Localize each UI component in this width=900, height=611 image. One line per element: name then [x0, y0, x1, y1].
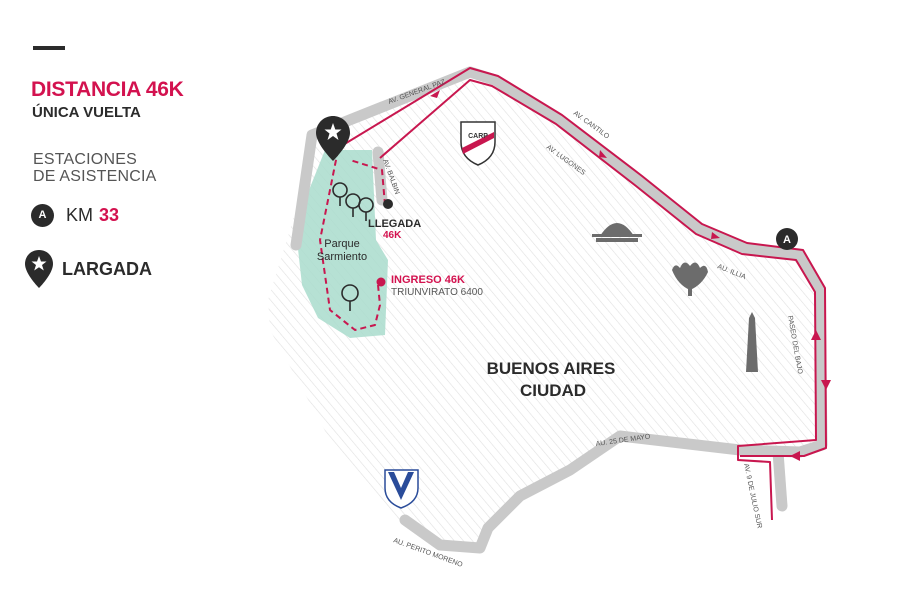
area-name-line1: BUENOS AIRES [487, 359, 616, 378]
park-name-line1: Parque [324, 238, 359, 250]
start-legend-row: LARGADA [24, 249, 152, 289]
route-line-outer [337, 67, 827, 457]
svg-text:CARP: CARP [468, 133, 488, 140]
finish-label: LLEGADA [368, 218, 421, 230]
station-km-value: 33 [99, 204, 120, 225]
station-a-marker-label: A [783, 234, 791, 246]
entry-dot [376, 277, 386, 287]
distance-title: DISTANCIA 46K [31, 78, 184, 101]
velez-crest-icon [384, 469, 419, 509]
route-line-inner [379, 79, 817, 521]
finish-sublabel: 46K [383, 230, 402, 241]
station-a-marker [776, 228, 798, 250]
roads [290, 66, 828, 554]
route-arrows [430, 90, 831, 461]
street-9-julio: AV. 9 DE JULIO SUR [742, 463, 763, 529]
legend-dash [33, 46, 65, 50]
race-route [319, 67, 827, 521]
tree-icons [332, 182, 374, 311]
river-plate-crest-icon: CARP [460, 121, 496, 166]
finish-dot [383, 199, 393, 209]
start-pin-icon [25, 250, 53, 288]
stadium-landmark-icon [592, 223, 642, 242]
city-area [268, 78, 820, 548]
route-park-return [349, 159, 386, 206]
stations-heading-line2: DE ASISTENCIA [33, 168, 157, 185]
road-general-paz [290, 66, 828, 554]
park-name-line2: Sarmiento [317, 251, 367, 263]
station-badge-icon: A [31, 203, 54, 227]
laps-subtitle: ÚNICA VUELTA [32, 104, 141, 121]
park-sarmiento [297, 150, 388, 338]
route-park-loop [319, 149, 381, 331]
flower-landmark-icon [672, 262, 708, 296]
stations-heading: ESTACIONES DE ASISTENCIA [33, 151, 157, 185]
start-label: LARGADA [62, 258, 152, 279]
area-name-line2: CIUDAD [520, 381, 586, 400]
entry-address: TRIUNVIRATO 6400 [391, 287, 483, 298]
stations-heading-line1: ESTACIONES [33, 151, 137, 168]
obelisk-landmark-icon [746, 312, 758, 372]
entry-label: INGRESO 46K [391, 274, 465, 286]
road-9-julio [772, 446, 788, 512]
station-legend-row: A KM 33 [31, 202, 119, 228]
station-km-label: KM [66, 204, 93, 225]
road-balbin [372, 146, 388, 206]
start-pin-marker [316, 116, 350, 161]
